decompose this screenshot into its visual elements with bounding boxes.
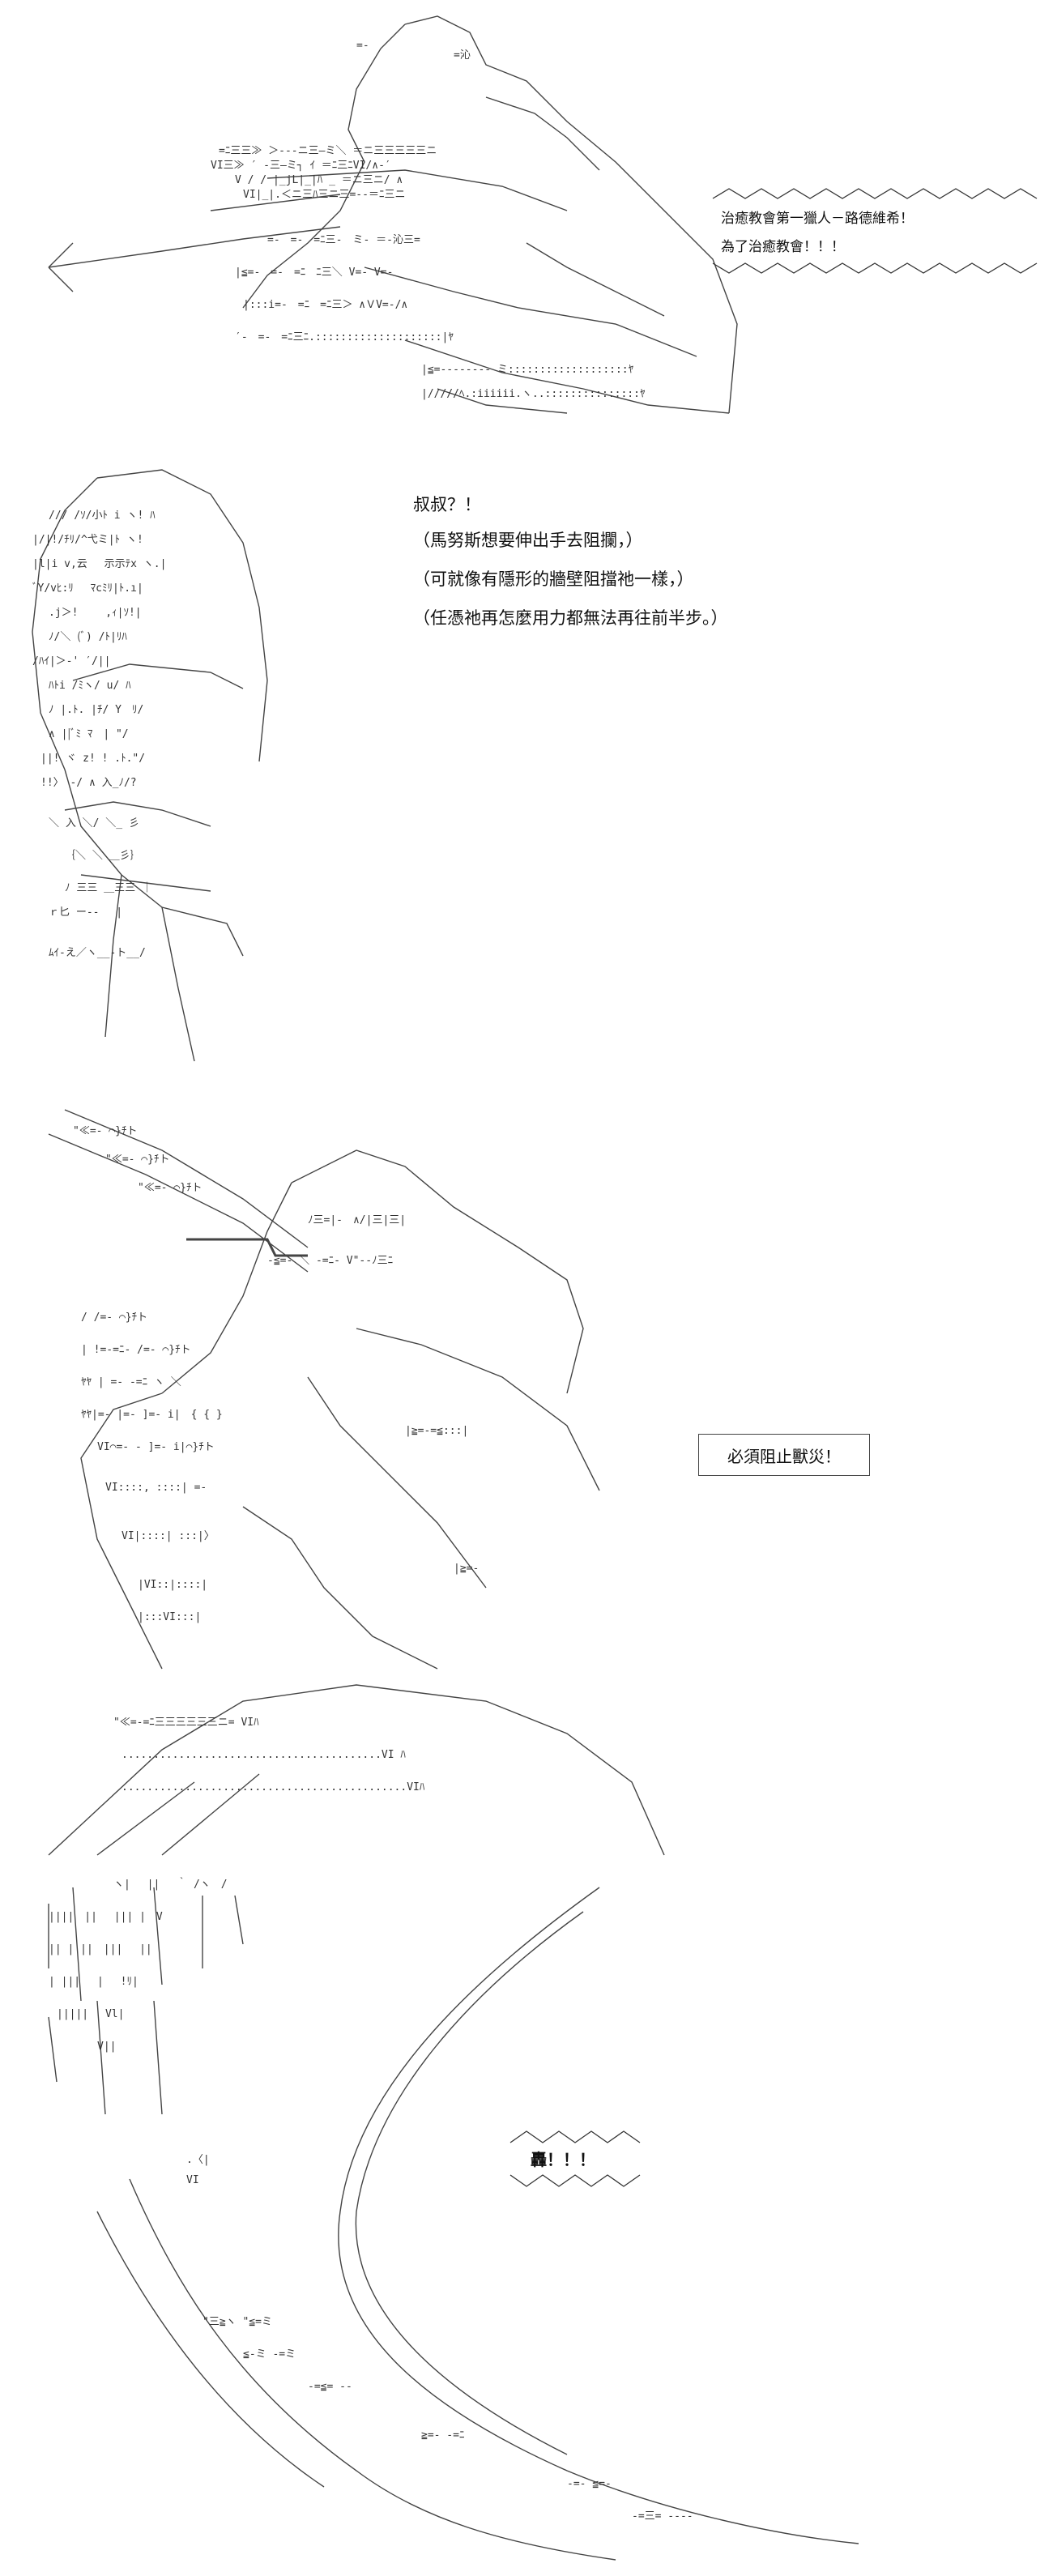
explosion-slash-illustration: ヽ| || ｀ /ヽ / |||| || ||| | V || | || |||… bbox=[48, 1877, 859, 2561]
svg-text:"≪=‐ ⌒}ﾁト: "≪=‐ ⌒}ﾁト bbox=[138, 1182, 202, 1194]
svg-text:ﾞY/vﾋ:ﾘ ﾏcﾐﾘ|ﾄ.ı|: ﾞY/vﾋ:ﾘ ﾏcﾐﾘ|ﾄ.ı| bbox=[32, 582, 143, 595]
panel-3: "≪=‐ ⌒}ﾁト "≪=‐ ⌒}ﾁト "≪=‐ ⌒}ﾁト ﾉ三=|‐ ∧/|三… bbox=[0, 1085, 1053, 1871]
svg-text:V / / |_jL|_|ﾊ _ ＝ニ三ニ/ ∧: V / / |_jL|_|ﾊ _ ＝ニ三ニ/ ∧ bbox=[235, 174, 403, 186]
svg-text:=沁: =沁 bbox=[454, 49, 471, 62]
svg-text:ｒ匕 ー‐‐ |: ｒ匕 ー‐‐ | bbox=[49, 906, 122, 919]
svg-text:|l|i v,云 示示ﾃx ヽ.|: |l|i v,云 示示ﾃx ヽ.| bbox=[32, 558, 166, 570]
svg-text:|/////ﾍ.:iiiiii.ヽ..:::::::::::: |/////ﾍ.:iiiiii.ヽ..:::::::::::::::ﾔ bbox=[421, 388, 646, 400]
svg-text:|≧=‐=≦:::|: |≧=‐=≦:::| bbox=[405, 1425, 468, 1437]
speech-line-1: 治癒教會第一獵人－路德維希！ bbox=[721, 211, 914, 227]
speech-text: 必須阻止獸災！ bbox=[727, 1446, 841, 1466]
svg-text:‐=‐ ≦=‐: ‐=‐ ≦=‐ bbox=[567, 2478, 612, 2490]
svg-text:≦‐ミ ‐=ミ: ≦‐ミ ‐=ミ bbox=[243, 2348, 296, 2361]
svg-text:‐=≦= ‐‐: ‐=≦= ‐‐ bbox=[308, 2381, 352, 2393]
svg-text:ﾉ |.ﾄ. |ﾁ/ Y ﾘ/: ﾉ |.ﾄ. |ﾁ/ Y ﾘ/ bbox=[49, 704, 143, 716]
caption-line-1: 叔叔？！ bbox=[413, 495, 481, 514]
svg-text:| ||| | !ﾘ|: | ||| | !ﾘ| bbox=[49, 1976, 139, 1988]
svg-text:V||: V|| bbox=[97, 2041, 116, 2053]
svg-text:ﾉ/＼ (ﾞ) /ﾄ|ﾘﾊ: ﾉ/＼ (ﾞ) /ﾄ|ﾘﾊ bbox=[49, 631, 127, 643]
svg-text:‐=三= ‐‐‐‐: ‐=三= ‐‐‐‐ bbox=[632, 2510, 693, 2523]
caption-line-2: （馬努斯想要伸出手去阻攔，） bbox=[413, 531, 643, 550]
caption-line-3: （可就像有隱形的牆壁阻擋祂一樣，） bbox=[413, 569, 694, 589]
svg-text:..............................: ........................................… bbox=[122, 1781, 425, 1793]
svg-text:.j＞! ,ｨ|ｿ!|: .j＞! ,ｨ|ｿ!| bbox=[49, 607, 142, 619]
svg-text:ﾉ三=|‐ ∧/|三|三|: ﾉ三=|‐ ∧/|三|三| bbox=[308, 1214, 406, 1226]
svg-text:.〈|: .〈| bbox=[186, 2154, 210, 2166]
svg-text:VI|_|.＜ニ三ﾊ三ニ三=‐‐＝ﾆ三ニ: VI|_|.＜ニ三ﾊ三ニ三=‐‐＝ﾆ三ニ bbox=[243, 189, 405, 201]
svg-text:｛＼ ＼ ＿彡｝: ｛＼ ＼ ＿彡｝ bbox=[65, 850, 141, 862]
svg-text:VI::::, ::::| =‐: VI::::, ::::| =‐ bbox=[105, 1482, 207, 1494]
svg-text:|VI::|::::|: |VI::|::::| bbox=[138, 1579, 207, 1591]
svg-text:VI: VI bbox=[186, 2174, 199, 2186]
svg-text:|:::i=‐ =ﾆ =ﾆ三＞ ∧ＶV=‐/∧: |:::i=‐ =ﾆ =ﾆ三＞ ∧ＶV=‐/∧ bbox=[243, 299, 407, 311]
svg-text:||||| Vl|: ||||| Vl| bbox=[57, 2008, 124, 2020]
panel-1: =‐ =沁 =ﾆ三三≫ ＞‐‐‐ニ三―ミ＼ ＝ニ三三三三三ニ VI三≫ ′ ‐三―… bbox=[0, 0, 1053, 421]
svg-text:ﾊﾄi /ﾐヽ/ u/ ﾊ: ﾊﾄi /ﾐヽ/ u/ ﾊ bbox=[49, 680, 131, 692]
svg-text:|/|!/ﾁﾘ/^弋ミ|ﾄ ヽ!: |/|!/ﾁﾘ/^弋ミ|ﾄ ヽ! bbox=[32, 534, 143, 546]
speech-box-3: 必須阻止獸災！ bbox=[698, 1434, 870, 1476]
sfx-balloon: 轟！！！ bbox=[509, 2130, 641, 2187]
speech-balloon-1: 治癒教會第一獵人－路德維希！ 為了治癒教會！！！ bbox=[712, 188, 1038, 274]
svg-text:||! ヾ z! ! .ﾄ."/: ||! ヾ z! ! .ﾄ."/ bbox=[40, 753, 145, 765]
svg-text:＼ 入 ＼/ ＼_ 彡: ＼ 入 ＼/ ＼_ 彡 bbox=[49, 817, 139, 830]
svg-text:=‐: =‐ bbox=[356, 40, 369, 52]
ludwig-charge-illustration: =‐ =沁 =ﾆ三三≫ ＞‐‐‐ニ三―ミ＼ ＝ニ三三三三三ニ VI三≫ ′ ‐三―… bbox=[48, 15, 738, 414]
svg-text:VI三≫ ′ ‐三―ミ┐ ｲ ＝ﾆ三ﾆVI/∧‐′: VI三≫ ′ ‐三―ミ┐ ｲ ＝ﾆ三ﾆVI/∧‐′ bbox=[211, 160, 391, 172]
ludwig-blade-illustration: "≪=‐ ⌒}ﾁト "≪=‐ ⌒}ﾁト "≪=‐ ⌒}ﾁト ﾉ三=|‐ ∧/|三… bbox=[48, 1109, 665, 1856]
sfx-text: 轟！！！ bbox=[531, 2150, 595, 2169]
svg-text:|≧=‐: |≧=‐ bbox=[454, 1563, 479, 1575]
manus-figure-illustration: /// /ｿ/小ﾄ i ヽ! ﾊ |/|!/ﾁﾘ/^弋ミ|ﾄ ヽ! |l|i v… bbox=[32, 469, 268, 1062]
svg-text:ﾉ 三三 ＿三三 ｜: ﾉ 三三 ＿三三 ｜ bbox=[65, 882, 152, 894]
panel-2: /// /ｿ/小ﾄ i ヽ! ﾊ |/|!/ﾁﾘ/^弋ミ|ﾄ ヽ! |l|i v… bbox=[0, 421, 1053, 1085]
svg-text:|| | || ||| ||: || | || ||| || bbox=[49, 1943, 152, 1955]
svg-text:| !=‐=ﾆ‐ /=‐ ⌒}ﾁト: | !=‐=ﾆ‐ /=‐ ⌒}ﾁト bbox=[81, 1344, 191, 1356]
svg-text:′‐ =‐ =ﾆ三ﾆ.:::::::::::::::::::: ′‐ =‐ =ﾆ三ﾆ.::::::::::::::::::::|ﾔ bbox=[235, 331, 454, 343]
svg-text:‐≦=‐ ＼ ‐=ﾆ‐ V"‐‐ﾉ三ﾆ: ‐≦=‐ ＼ ‐=ﾆ‐ V"‐‐ﾉ三ﾆ bbox=[267, 1255, 393, 1267]
svg-text:"≪=‐ ⌒}ﾁト: "≪=‐ ⌒}ﾁト bbox=[73, 1125, 137, 1137]
svg-text:"三≧ヽ "≦=ミ: "三≧ヽ "≦=ミ bbox=[202, 2316, 272, 2328]
svg-text:ﾔﾔ|=‐ |=‐ ]=‐ i| { { }: ﾔﾔ|=‐ |=‐ ]=‐ i| { { } bbox=[81, 1409, 223, 1421]
svg-text:!!〉 -/ ∧ 入_ﾉ/?: !!〉 -/ ∧ 入_ﾉ/? bbox=[40, 777, 137, 789]
svg-text:"≪=‐=ﾆ三三三三三三ニ= VIﾊ: "≪=‐=ﾆ三三三三三三ニ= VIﾊ bbox=[113, 1717, 259, 1729]
svg-text:ﾑｲ-え／ヽ__‐ト__/: ﾑｲ-え／ヽ__‐ト__/ bbox=[49, 947, 146, 959]
svg-text:/ /=‐ ⌒}ﾁト: / /=‐ ⌒}ﾁト bbox=[81, 1311, 147, 1324]
svg-text:∧ ||ﾞﾐ ﾏ | "/: ∧ ||ﾞﾐ ﾏ | "/ bbox=[49, 728, 129, 740]
svg-text:ﾔﾔ | =‐ ‐=ﾆ ヽ ＼: ﾔﾔ | =‐ ‐=ﾆ ヽ ＼ bbox=[81, 1376, 181, 1388]
panel-4: ヽ| || ｀ /ヽ / |||| || ||| | V || | || |||… bbox=[0, 1871, 1053, 2576]
svg-text:≧=‐ ‐=ﾆ: ≧=‐ ‐=ﾆ bbox=[421, 2429, 464, 2442]
svg-text:|≦=‐‐‐‐‐‐‐‐ ミ:::::::::::::::::: |≦=‐‐‐‐‐‐‐‐ ミ:::::::::::::::::::ﾔ bbox=[421, 364, 634, 376]
svg-text:|≦=‐ =‐ =ﾆ ﾆ三＼ V=‐ V=‐: |≦=‐ =‐ =ﾆ ﾆ三＼ V=‐ V=‐ bbox=[235, 267, 393, 279]
svg-text:|:::VI:::|: |:::VI:::| bbox=[138, 1611, 201, 1623]
svg-text:=‐ =‐ =ﾆ三‐ ミ‐ ＝‐沁三=: =‐ =‐ =ﾆ三‐ ミ‐ ＝‐沁三= bbox=[267, 234, 420, 246]
svg-text:VI⌒=‐ ‐ ]=‐ i|⌒}ﾁト: VI⌒=‐ ‐ ]=‐ i|⌒}ﾁト bbox=[97, 1441, 215, 1453]
svg-text:VI|::::| :::|〉: VI|::::| :::|〉 bbox=[122, 1530, 215, 1542]
svg-text:=ﾆ三三≫ ＞‐‐‐ニ三―ミ＼ ＝ニ三三三三三ニ: =ﾆ三三≫ ＞‐‐‐ニ三―ミ＼ ＝ニ三三三三三ニ bbox=[219, 145, 437, 157]
svg-text:ヽ| || ｀ /ヽ /: ヽ| || ｀ /ヽ / bbox=[113, 1877, 228, 1891]
svg-text:"≪=‐ ⌒}ﾁト: "≪=‐ ⌒}ﾁト bbox=[105, 1154, 169, 1166]
svg-text:|||| || ||| | V: |||| || ||| | V bbox=[49, 1911, 163, 1923]
svg-text:/// /ｿ/小ﾄ i ヽ! ﾊ: /// /ｿ/小ﾄ i ヽ! ﾊ bbox=[49, 510, 156, 522]
svg-text:/ﾊｲ|＞‐' ′/||: /ﾊｲ|＞‐' ′/|| bbox=[32, 655, 110, 667]
speech-line-2: 為了治癒教會！！！ bbox=[721, 239, 845, 255]
svg-text:..............................: ........................................… bbox=[122, 1749, 406, 1761]
caption-line-4: （任憑祂再怎麼用力都無法再往前半步。） bbox=[413, 608, 728, 628]
narration-caption: 叔叔？！ （馬努斯想要伸出手去阻攔，） （可就像有隱形的牆壁阻擋祂一樣，） （任… bbox=[413, 493, 728, 630]
